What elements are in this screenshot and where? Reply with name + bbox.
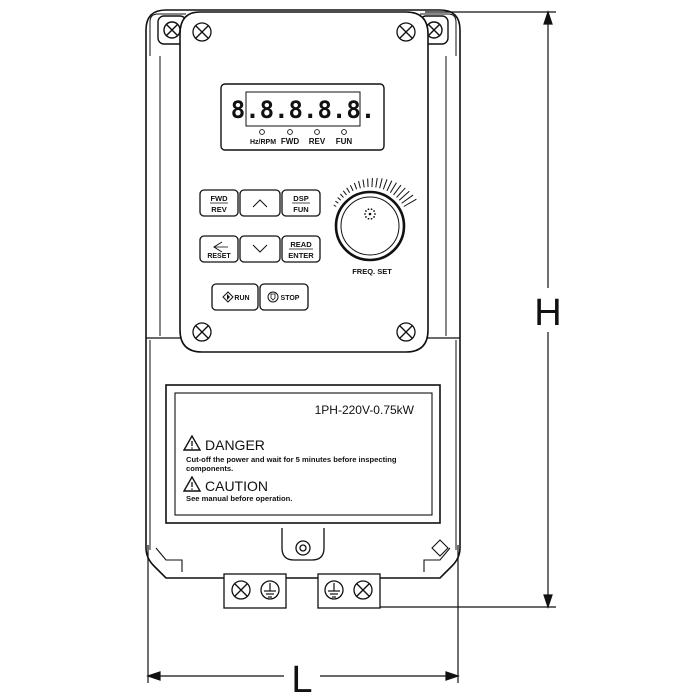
indicator-rev: REV xyxy=(309,137,326,146)
segment-readout: 8.8.8.8.8. xyxy=(231,96,376,124)
caution-text-line1: See manual before operation. xyxy=(186,494,292,503)
danger-title: DANGER xyxy=(205,437,265,453)
bottom-mount-slot xyxy=(281,528,325,561)
read-enter-button[interactable]: READ ENTER xyxy=(281,235,321,263)
caution-icon xyxy=(182,475,202,492)
read-label: READ xyxy=(290,240,312,249)
display-window: 8.8.8.8.8. Hz/RPM FWD REV FUN xyxy=(220,83,385,151)
terminal-block-left xyxy=(223,573,287,609)
reset-button[interactable]: RESET xyxy=(199,235,239,263)
knob-grip-icon xyxy=(364,208,376,220)
stop-button[interactable]: STOP xyxy=(259,283,309,311)
down-arrow-icon xyxy=(252,244,268,253)
stop-icon xyxy=(267,291,279,303)
length-label: L xyxy=(291,659,312,700)
caution-title: CAUTION xyxy=(205,478,268,494)
run-label: RUN xyxy=(234,295,249,302)
height-label-text: H xyxy=(534,292,561,334)
fwd-rev-label-top: FWD xyxy=(210,194,228,203)
cover-screw-bottom-left xyxy=(192,322,212,342)
warning-label-frame xyxy=(165,384,441,524)
danger-text-line2: components. xyxy=(186,464,233,473)
terminal-block-right xyxy=(317,573,381,609)
indicator-hz-rpm: Hz/RPM xyxy=(250,139,276,146)
reset-label: RESET xyxy=(207,253,231,260)
freq-set-knob[interactable] xyxy=(333,177,417,262)
cover-screw-top-right xyxy=(396,22,416,42)
dsp-fun-button[interactable]: DSP FUN xyxy=(281,189,321,217)
dsp-fun-label-top: DSP xyxy=(293,194,308,203)
up-arrow-icon xyxy=(252,199,268,208)
up-button[interactable] xyxy=(239,189,281,217)
cover-screw-bottom-right xyxy=(396,322,416,342)
run-button[interactable]: RUN xyxy=(211,283,259,311)
indicator-fwd: FWD xyxy=(281,137,299,146)
stop-label: STOP xyxy=(281,295,300,302)
down-button[interactable] xyxy=(239,235,281,263)
rating-label: 1PH-220V-0.75kW xyxy=(315,403,415,417)
fwd-rev-button[interactable]: FWD REV xyxy=(199,189,239,217)
ground-icon-right xyxy=(328,583,340,598)
ground-icon-left xyxy=(264,583,276,598)
indicator-fun: FUN xyxy=(336,137,353,146)
enter-label: ENTER xyxy=(288,251,314,260)
cover-screw-top-left xyxy=(192,22,212,42)
danger-text-line1: Cut-off the power and wait for 5 minutes… xyxy=(186,455,397,464)
knob-scale-ticks xyxy=(333,177,417,207)
freq-set-label: FREQ. SET xyxy=(352,267,392,276)
fwd-rev-label-bottom: REV xyxy=(211,205,226,214)
danger-icon xyxy=(182,434,202,451)
bottom-right-boss xyxy=(423,539,451,572)
bottom-left-boss xyxy=(155,547,183,572)
dsp-fun-label-bottom: FUN xyxy=(293,205,308,214)
run-diamond-icon xyxy=(222,291,234,303)
